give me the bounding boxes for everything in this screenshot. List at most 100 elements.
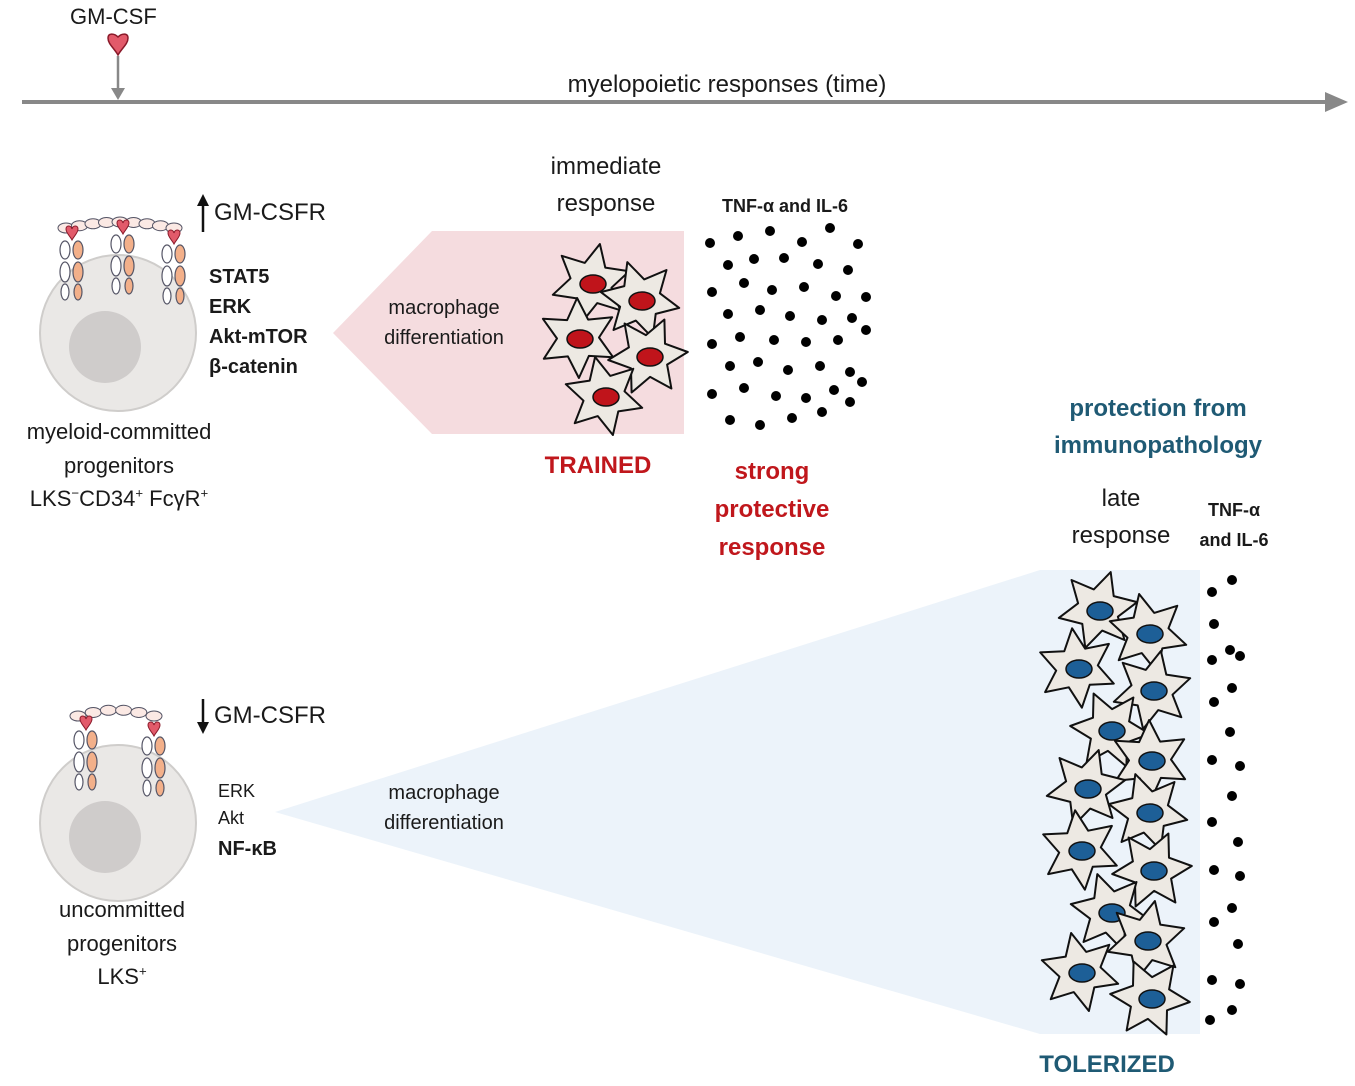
cytokine-dot-icon	[723, 260, 733, 270]
top-receptor-label: GM-CSFR	[214, 199, 326, 226]
tolerized-wedge-label-1: macrophage	[388, 782, 500, 804]
late-response-2: response	[1071, 522, 1171, 549]
tolerized-cytokines-1: TNF-α	[1207, 500, 1261, 520]
signal-stat5: STAT5	[209, 266, 270, 288]
macrophage-icon	[1045, 749, 1127, 827]
cytokine-dot-icon	[725, 361, 735, 371]
macrophage-icon	[1109, 960, 1191, 1036]
macrophage-icon	[1112, 650, 1192, 730]
cytokine-dot-icon	[1233, 837, 1243, 847]
cytokine-dot-icon	[825, 223, 835, 233]
immediate-response-2: response	[556, 190, 656, 217]
benefit-line-1: protection from	[1069, 395, 1247, 422]
tolerized-differentiation-wedge	[275, 570, 1200, 1034]
trained-cytokine-cloud	[705, 223, 871, 430]
trained-cytokines-label: TNF-α and IL-6	[721, 196, 849, 216]
cytokine-dot-icon	[813, 259, 823, 269]
cytokine-dot-icon	[1209, 865, 1219, 875]
signal-beta-catenin: β-catenin	[209, 356, 298, 378]
tolerized-wedge-label-2: differentiation	[384, 812, 504, 834]
cytokine-dot-icon	[787, 413, 797, 423]
cytokine-dot-icon	[815, 361, 825, 371]
outcome-line-3: response	[718, 534, 826, 561]
cytokine-dot-icon	[1235, 871, 1245, 881]
signal-erk-bottom: ERK	[218, 781, 256, 801]
outcome-line-2: protective	[714, 496, 830, 523]
macrophage-icon	[1069, 873, 1151, 951]
cytokine-dot-icon	[845, 367, 855, 377]
cytokine-dot-icon	[755, 305, 765, 315]
outcome-line-1: strong	[734, 458, 810, 485]
cytokine-dot-icon	[1225, 727, 1235, 737]
arrow-down-icon	[197, 699, 209, 734]
macrophage-icon	[1039, 627, 1115, 709]
cytokine-dot-icon	[733, 231, 743, 241]
cytokine-dot-icon	[707, 339, 717, 349]
tolerized-cytokines-2: and IL-6	[1199, 530, 1269, 550]
cytokine-dot-icon	[769, 335, 779, 345]
signal-erk: ERK	[209, 296, 252, 318]
cytokine-dot-icon	[755, 420, 765, 430]
cytokine-dot-icon	[739, 383, 749, 393]
receptor-subunit-icon	[59, 225, 84, 301]
cytokine-dot-icon	[1205, 1015, 1215, 1025]
benefit-line-2: immunopathology	[1054, 432, 1262, 459]
cytokine-dot-icon	[817, 407, 827, 417]
receptor-subunit-icon	[110, 219, 135, 295]
cytokine-dot-icon	[1207, 755, 1217, 765]
cytokine-dot-icon	[845, 397, 855, 407]
receptor-subunit-icon	[141, 721, 166, 797]
macrophage-icon	[1042, 809, 1118, 891]
cytokine-dot-icon	[861, 325, 871, 335]
cytokine-dot-icon	[833, 335, 843, 345]
top-progenitor-phenotype: LKS−CD34+ FcγR+	[29, 485, 209, 511]
receptor-subunit-icon	[73, 715, 98, 791]
macrophage-icon	[607, 318, 689, 394]
trained-macrophage-cluster	[541, 243, 689, 436]
cytokine-dot-icon	[1227, 1005, 1237, 1015]
cytokine-dot-icon	[797, 237, 807, 247]
cytokine-dot-icon	[1209, 697, 1219, 707]
cytokine-dot-icon	[853, 239, 863, 249]
cytokine-dot-icon	[1235, 761, 1245, 771]
bottom-progenitor-name-2: progenitors	[66, 931, 178, 956]
bottom-receptor-label: GM-CSFR	[214, 702, 326, 729]
macrophage-icon	[1069, 692, 1151, 768]
tolerized-cytokine-column	[1205, 575, 1245, 1025]
cytokine-dot-icon	[1227, 791, 1237, 801]
cytokine-dot-icon	[801, 393, 811, 403]
cytokine-dot-icon	[1227, 575, 1237, 585]
cytokine-dot-icon	[753, 357, 763, 367]
cytokine-dot-icon	[1235, 979, 1245, 989]
trained-wedge-label-2: differentiation	[384, 327, 504, 349]
bottom-progenitor-name-1: uncommitted	[59, 897, 185, 922]
cytokine-dot-icon	[707, 287, 717, 297]
macrophage-icon	[1106, 900, 1186, 980]
cytokine-dot-icon	[779, 253, 789, 263]
receptor-complex-icon	[69, 704, 166, 797]
cytokine-dot-icon	[739, 278, 749, 288]
cytokine-dot-icon	[1207, 817, 1217, 827]
macrophage-icon	[564, 356, 644, 436]
cytokine-dot-icon	[1227, 903, 1237, 913]
cytokine-dot-icon	[725, 415, 735, 425]
cytokine-dot-icon	[705, 238, 715, 248]
receptor-bridge-icon	[69, 704, 163, 722]
cytokine-dot-icon	[767, 285, 777, 295]
cytokine-dot-icon	[829, 385, 839, 395]
cytokine-dot-icon	[799, 282, 809, 292]
bottom-progenitor-phenotype: LKS+	[97, 963, 147, 989]
trained-wedge-label-1: macrophage	[388, 297, 500, 319]
top-progenitor-name-1: myeloid-committed	[26, 419, 212, 444]
cytokine-dot-icon	[801, 337, 811, 347]
receptor-complex-icon	[57, 216, 186, 305]
cytokine-dot-icon	[831, 291, 841, 301]
tolerized-macrophage-column	[1039, 571, 1193, 1036]
macrophage-icon	[1111, 832, 1193, 908]
cytokine-dot-icon	[1227, 683, 1237, 693]
tolerized-state-label: TOLERIZED	[1039, 1051, 1175, 1078]
uncommitted-progenitor-cell	[39, 744, 197, 902]
macrophage-icon	[541, 297, 615, 379]
trigger-label: GM-CSF	[70, 4, 157, 29]
